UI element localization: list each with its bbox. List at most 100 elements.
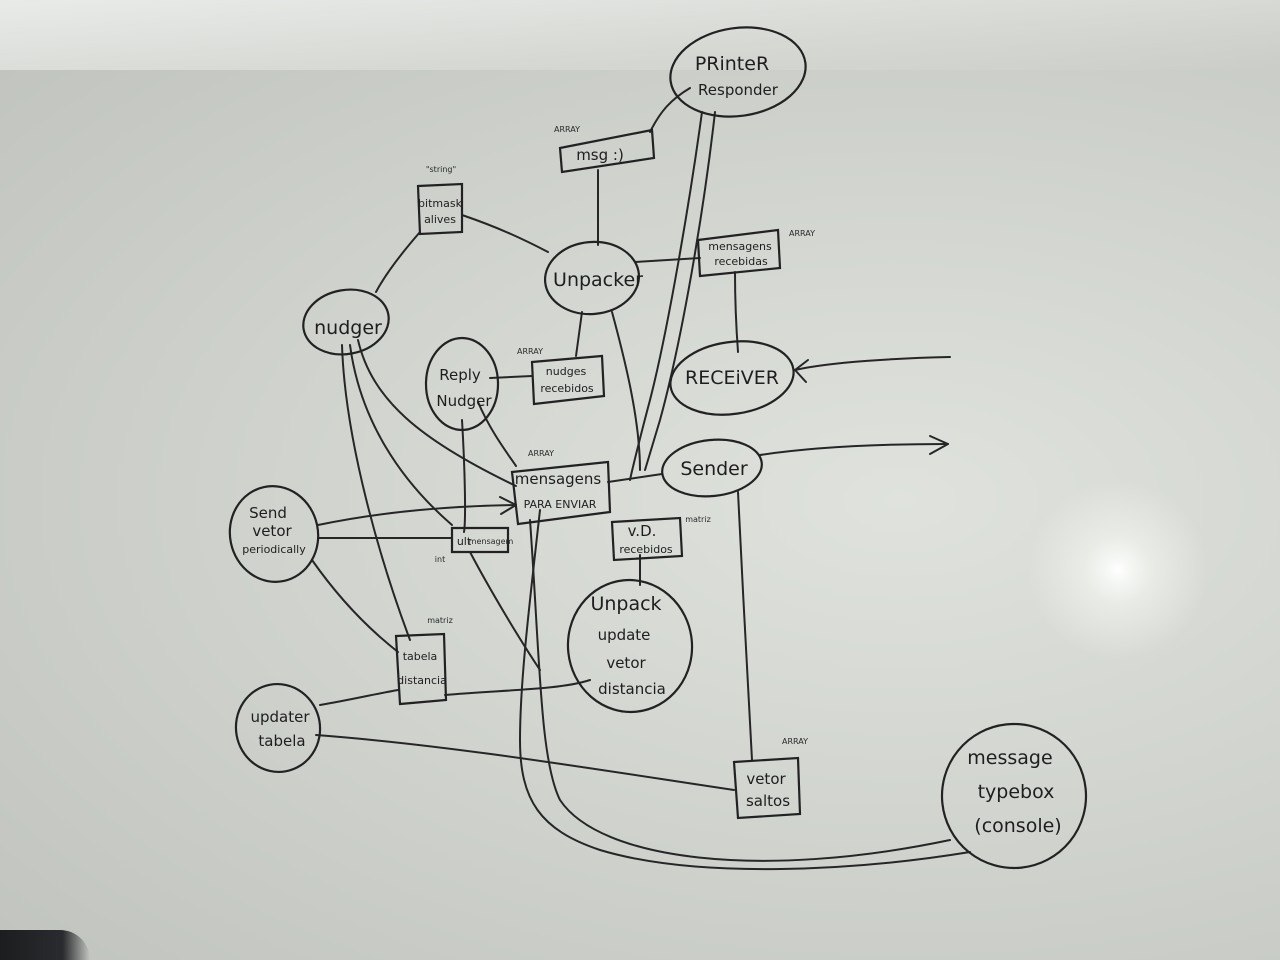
nudges-recebidos-array-tag: ARRAY	[517, 347, 543, 356]
node-bitmask-alives: bitmask alives "string"	[416, 165, 464, 236]
typebox-label-3: (console)	[974, 815, 1061, 837]
printer-label-1: PRinteR	[695, 53, 769, 75]
edge-mensagens-sender	[607, 473, 663, 483]
vetor-saltos-label-2: saltos	[746, 792, 790, 810]
node-tabela-distancia: tabela distancia matriz	[394, 616, 453, 706]
tabela-distancia-label-1: tabela	[403, 650, 438, 663]
edge-in-receiver	[794, 356, 951, 371]
edge-reply-ult	[461, 419, 467, 533]
reply-nudger-label-2: Nudger	[436, 392, 492, 410]
unpack-update-label-4: distancia	[598, 680, 666, 698]
edge-ult-down	[469, 551, 541, 671]
vd-recebidos-label-1: v.D.	[628, 522, 657, 540]
edge-tabela-unpack	[444, 679, 591, 696]
bitmask-label-2: alives	[424, 213, 456, 226]
unpack-update-label-2: update	[598, 626, 651, 644]
node-message-typebox: message typebox (console)	[940, 722, 1088, 870]
edge-nudger-mensagens-a	[357, 339, 517, 487]
edge-mensagens-typebox-b	[529, 519, 951, 862]
edge-unpacker-vd	[611, 311, 641, 471]
edge-bitmask-nudger	[375, 231, 421, 293]
typebox-label-1: message	[967, 747, 1052, 769]
vd-recebidos-matriz-tag: matriz	[685, 515, 711, 524]
arrow-send-mensagens	[499, 496, 517, 515]
node-vetor-saltos: vetor saltos ARRAY	[732, 737, 808, 820]
node-ult-mensagem: ult mensagem int	[435, 526, 514, 564]
nudges-recebidos-label-1: nudges	[546, 365, 587, 378]
edge-reply-mensagens	[477, 401, 517, 467]
node-printer-responder: PRinteR Responder	[669, 26, 807, 118]
send-vetor-label-2: vetor	[252, 522, 292, 540]
sender-label: Sender	[680, 458, 748, 480]
node-nudger: nudger	[302, 288, 390, 356]
edge-bitmask-unpacker	[461, 214, 549, 253]
send-vetor-label-3: periodically	[242, 543, 306, 556]
node-unpack-update: Unpack update vetor distancia	[566, 578, 694, 714]
node-mensagens-para-enviar: mensagens PARA ENVIAR ARRAY	[510, 449, 612, 526]
unpack-update-label-3: vetor	[606, 654, 646, 672]
edge-recebidas-receiver	[734, 271, 739, 353]
node-unpacker: Unpacker	[543, 240, 643, 316]
node-updater-tabela: updater tabela	[234, 682, 322, 774]
typebox-label-2: typebox	[978, 781, 1055, 803]
mensagens-para-enviar-label-2: PARA ENVIAR	[524, 498, 597, 511]
node-msg-array: msg :) ARRAY	[554, 125, 656, 174]
vd-recebidos-label-2: recebidos	[619, 543, 673, 556]
bitmask-string-tag: "string"	[426, 165, 456, 174]
edge-send-mensagens	[317, 504, 517, 526]
tabela-distancia-matriz-tag: matriz	[427, 616, 453, 625]
receiver-label: RECEiVER	[685, 367, 779, 389]
edge-unpacker-mensagens-recebidas	[634, 257, 701, 263]
msg-label: msg :)	[576, 146, 624, 164]
send-vetor-label-1: Send	[249, 504, 287, 522]
updater-tabela-label-1: updater	[250, 708, 310, 726]
node-nudges-recebidos: nudges recebidos ARRAY	[517, 347, 606, 406]
vetor-saltos-array-tag: ARRAY	[782, 737, 808, 746]
whiteboard-top-edge	[0, 0, 1280, 70]
ult-mensagem-label-1: ult	[457, 535, 472, 548]
edge-mensagens-typebox-a	[519, 509, 601, 851]
ult-mensagem-mark: int	[435, 555, 445, 564]
updater-tabela-label-2: tabela	[258, 732, 305, 750]
arrow-sender	[929, 435, 949, 455]
mensagens-recebidas-label-2: recebidas	[714, 255, 768, 268]
node-reply-nudger: Reply Nudger	[424, 336, 500, 432]
edge-send-tabela	[311, 559, 399, 653]
node-sender: Sender	[661, 438, 763, 498]
ult-mensagem-label-2: mensagem	[469, 537, 514, 546]
msg-array-tag: ARRAY	[554, 125, 580, 134]
printer-label-2: Responder	[698, 81, 779, 99]
node-receiver: RECEiVER	[669, 340, 795, 416]
reply-nudger-label-1: Reply	[439, 366, 481, 384]
edge-reply-nudges	[489, 375, 533, 379]
edge-printer-down-b	[644, 111, 716, 471]
node-vd-recebidos: v.D. recebidos matriz	[610, 515, 711, 562]
edge-printer-msg	[649, 87, 691, 133]
mensagens-recebidas-label-1: mensagens	[708, 240, 772, 253]
node-send-vetor-periodically: Send vetor periodically	[228, 485, 320, 583]
edge-updater-tabela	[319, 689, 399, 706]
edge-nudger-ult	[349, 344, 453, 526]
vetor-saltos-label-1: vetor	[746, 770, 786, 788]
edge-printer-down-a	[629, 111, 703, 481]
mensagens-recebidas-array-tag: ARRAY	[789, 229, 815, 238]
mensagens-para-enviar-label-1: mensagens	[515, 470, 602, 488]
edge-unpacker-nudges	[575, 311, 583, 357]
unpack-update-label-1: Unpack	[590, 593, 661, 615]
connections	[311, 87, 971, 871]
edge-updater-saltos	[315, 734, 735, 791]
edge-typebox-c	[599, 849, 971, 871]
arrow-receiver	[794, 359, 809, 383]
dark-object-corner	[0, 930, 90, 960]
unpacker-label: Unpacker	[553, 269, 643, 291]
edge-sender-saltos	[737, 491, 753, 761]
edge-sender-out	[759, 443, 949, 456]
tabela-distancia-label-2: distancia	[397, 674, 447, 687]
nudger-label: nudger	[314, 317, 382, 339]
edge-nudger-tabela	[341, 344, 411, 641]
mensagens-para-enviar-array-tag: ARRAY	[528, 449, 554, 458]
bitmask-label-1: bitmask	[418, 197, 463, 210]
nudges-recebidos-label-2: recebidos	[540, 382, 594, 395]
node-mensagens-recebidas: mensagens recebidas ARRAY	[696, 228, 815, 278]
